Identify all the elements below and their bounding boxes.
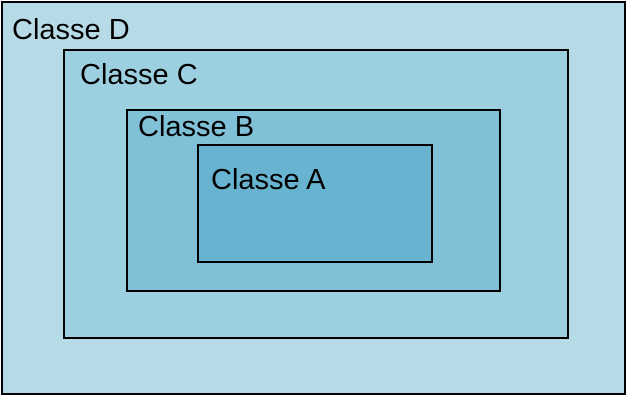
class-c-label: Classe C bbox=[80, 59, 198, 91]
class-a-label: Classe A bbox=[211, 164, 326, 196]
class-a-box bbox=[197, 144, 433, 263]
class-b-label: Classe B bbox=[138, 111, 255, 143]
class-d-label: Classe D bbox=[12, 14, 130, 46]
